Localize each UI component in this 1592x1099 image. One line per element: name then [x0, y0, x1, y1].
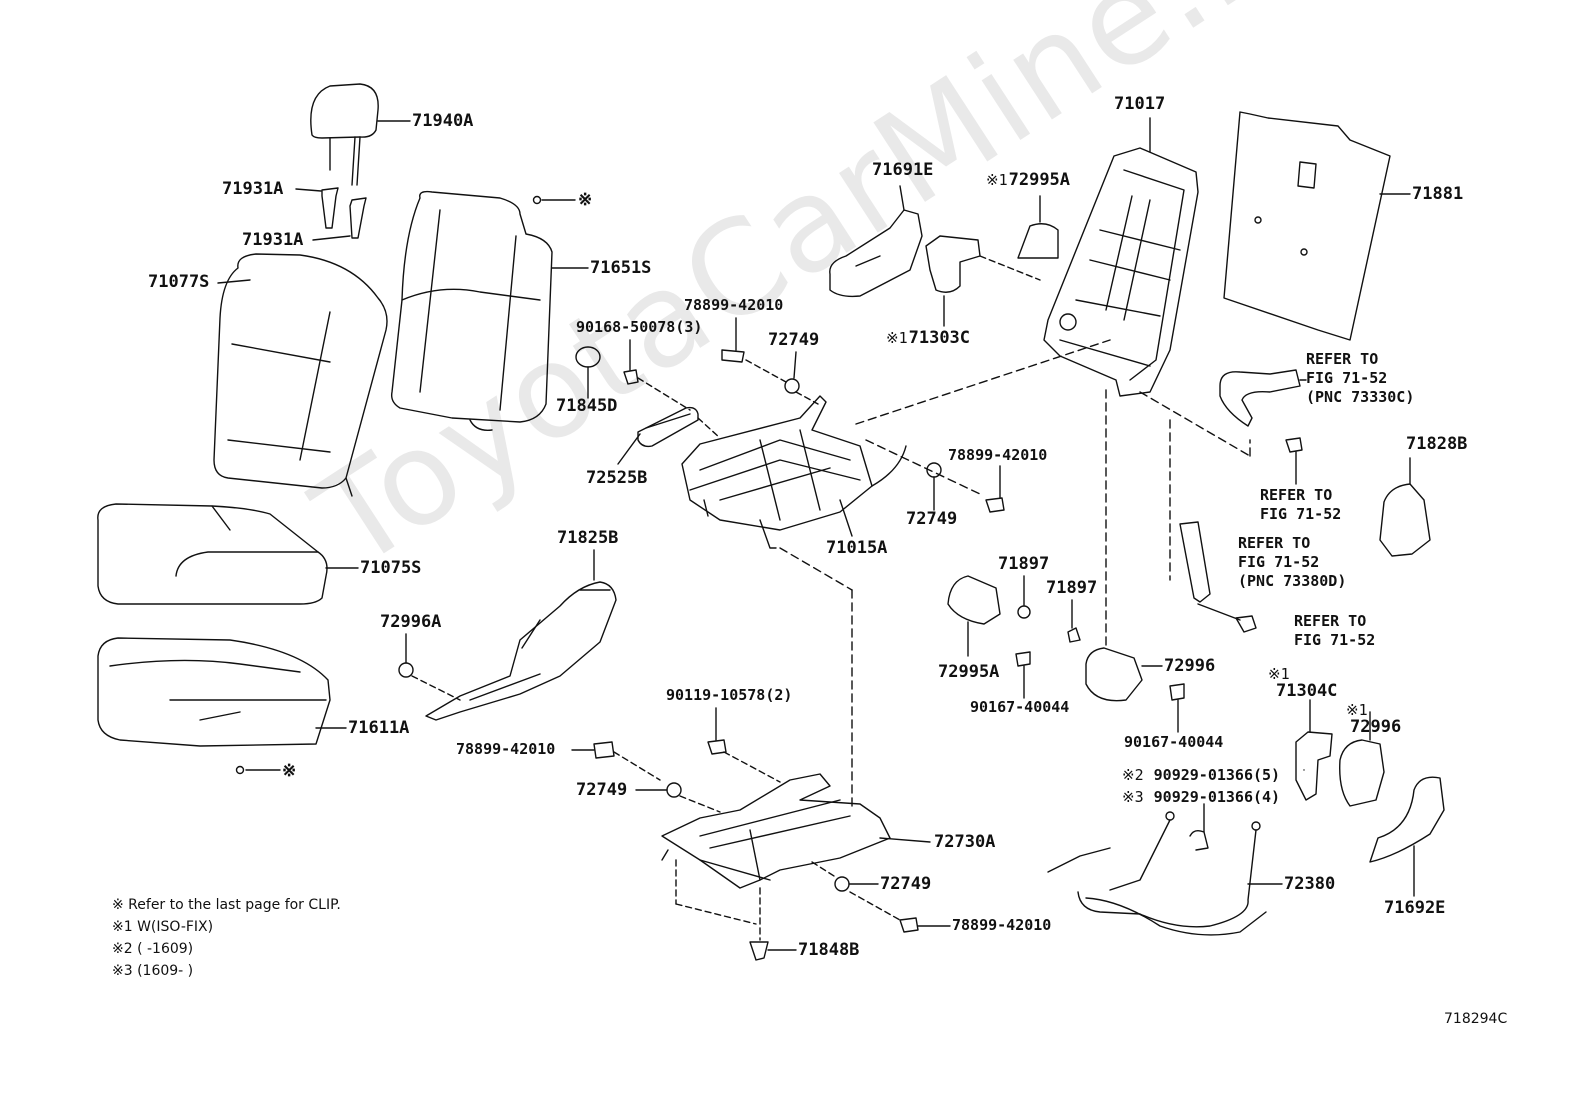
- nut-72749-1: [784, 351, 819, 405]
- back-board-71881: [1223, 111, 1411, 341]
- cover-72995A-upper: [1017, 195, 1059, 259]
- label-71015A: 71015A: [826, 538, 888, 558]
- label-71692E: 71692E: [1384, 898, 1446, 918]
- label-72749-4: 72749: [880, 874, 932, 894]
- bolt-90168: [623, 339, 691, 411]
- label-71651S: 71651S: [590, 258, 652, 278]
- belt-buckle-3: [1179, 521, 1257, 633]
- seatback-cover-71077S: [213, 253, 388, 497]
- label-72749-2: 72749: [906, 509, 958, 529]
- label-72730A: 72730A: [934, 832, 996, 852]
- label-72525B: 72525B: [586, 468, 648, 488]
- iso-fix-mark: ※1: [886, 329, 908, 347]
- label-90167-40044-2: 90167-40044: [1124, 733, 1224, 751]
- label-71881: 71881: [1412, 184, 1464, 204]
- label-71897-1: 71897: [998, 554, 1050, 574]
- label-90119-10578: 90119-10578(2): [666, 686, 793, 704]
- label-71848B: 71848B: [798, 940, 860, 960]
- label-71611A: 71611A: [348, 718, 410, 738]
- label-71931A-1: 71931A: [222, 179, 284, 199]
- cover-71304C: [1295, 699, 1333, 801]
- label-71691E: 71691E: [872, 160, 934, 180]
- label-90929-01366-4: ※3 90929-01366(4): [1122, 788, 1281, 806]
- label-71828B: 71828B: [1406, 434, 1468, 454]
- handle-72525B: [617, 406, 721, 465]
- bolt-78899-1: [721, 317, 787, 383]
- clip-mark-lower: ※: [282, 761, 297, 781]
- belt-anchor-1: [1219, 369, 1307, 485]
- cushion-cover-71075S: [97, 503, 359, 605]
- cover-72996-center: [1067, 599, 1185, 733]
- label-71075S: 71075S: [360, 558, 422, 578]
- label-71017: 71017: [1114, 94, 1166, 114]
- fasteners-right: [926, 462, 1005, 513]
- clip-71848B: [749, 941, 797, 961]
- label-71304C: 71304C: [1276, 681, 1338, 701]
- label-72995A-upper: ※172995A: [986, 170, 1071, 190]
- label-71845D: 71845D: [556, 396, 618, 416]
- cover-71828B: [1379, 457, 1431, 557]
- label-78899-42010-4: 78899-42010: [952, 916, 1052, 934]
- iso-fix-mark-72996: ※1: [1346, 701, 1368, 719]
- label-72996-center: 72996: [1164, 656, 1216, 676]
- bolt-90119: [707, 707, 781, 783]
- label-72749-1: 72749: [768, 330, 820, 350]
- label-78899-42010-2: 78899-42010: [948, 446, 1048, 464]
- bracket-71691E: [829, 185, 923, 298]
- cover-72995A-lower: [947, 575, 1031, 699]
- label-71931A-2: 71931A: [242, 230, 304, 250]
- iso-fix-mark-71304C: ※1: [1268, 665, 1290, 683]
- label-71897-2: 71897: [1046, 578, 1098, 598]
- cover-71692E: [1369, 776, 1445, 897]
- label-72996-right: 72996: [1350, 717, 1402, 737]
- note-range-2: ※3 (1609- ): [112, 963, 194, 979]
- figure-code: 718294C: [1444, 1011, 1508, 1027]
- label-71303C: ※171303C: [886, 328, 971, 348]
- label-71940A: 71940A: [412, 111, 474, 131]
- note-clip: ※ Refer to the last page for CLIP.: [112, 897, 341, 913]
- label-71077S: 71077S: [148, 272, 210, 292]
- seat-frame-71015A: [681, 339, 1111, 811]
- cover-72996-right: [1339, 711, 1385, 807]
- cover-71303C: [925, 235, 1041, 327]
- cushion-pad-71611A: [97, 637, 347, 775]
- label-90168-50078: 90168-50078(3): [576, 318, 703, 336]
- headrest-guides-71931A: [295, 187, 367, 241]
- headrest-71940A: [310, 83, 411, 186]
- label-71825B: 71825B: [557, 528, 619, 548]
- note-range-1: ※2 ( -1609): [112, 941, 194, 957]
- seatback-pad-71651S: [390, 190, 589, 431]
- cap-71845D: [575, 346, 601, 399]
- label-78899-42010-1: 78899-42010: [684, 296, 784, 314]
- label-72380: 72380: [1284, 874, 1336, 894]
- label-72749-3: 72749: [576, 780, 628, 800]
- label-78899-42010-3: 78899-42010: [456, 740, 556, 758]
- bolt-78899-3: [571, 741, 721, 813]
- seat-track-72730A: [661, 773, 951, 941]
- seatback-frame-71017: [1043, 117, 1251, 651]
- label-72996A: 72996A: [380, 612, 442, 632]
- iso-fix-mark: ※1: [986, 171, 1008, 189]
- wire-harness-72380: [1047, 803, 1283, 936]
- label-72995A-lower: 72995A: [938, 662, 1000, 682]
- nut-72996A: [398, 633, 461, 701]
- side-cover-71825B: [425, 549, 617, 721]
- label-90167-40044-1: 90167-40044: [970, 698, 1070, 716]
- label-90929-01366-5: ※2 90929-01366(5): [1122, 766, 1281, 784]
- note-iso-fix: ※1 W(ISO-FIX): [112, 919, 214, 935]
- clip-mark-upper: ※: [578, 190, 593, 210]
